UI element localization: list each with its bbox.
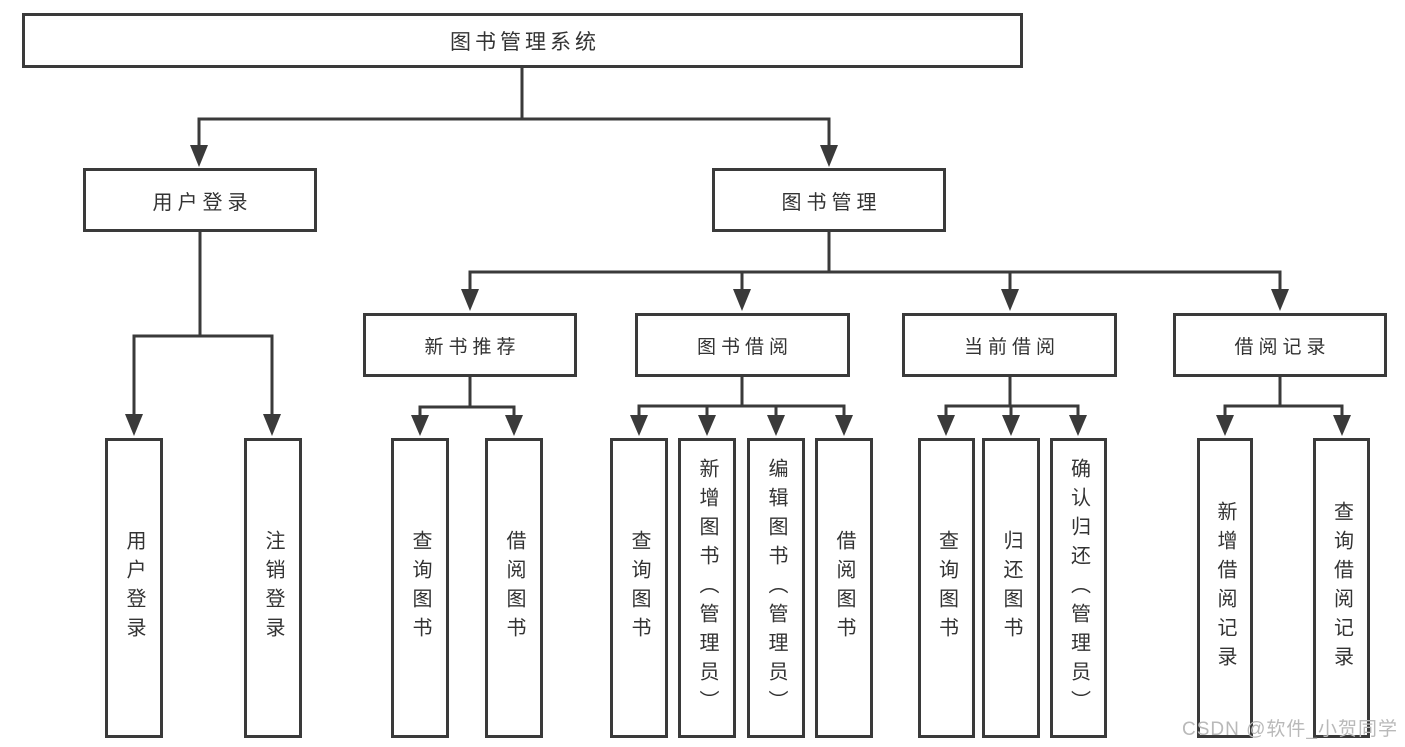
leaf-cb-return-book: 归还图书 [982,438,1040,738]
leaf-nbr-query-book-label: 查询图书 [409,530,431,646]
node-book-management: 图书管理 [712,168,946,232]
leaf-bb-query-book-label: 查询图书 [628,530,650,646]
watermark: CSDN @软件_小贺同学 [1182,719,1398,740]
connector-borrow-record-to-leaves [1216,375,1351,436]
leaf-cb-confirm-return: 确认归还（管理员） [1050,438,1107,738]
node-user-login: 用户登录 [83,168,317,232]
node-current-borrow: 当前借阅 [902,313,1117,377]
leaf-cb-query-book-label: 查询图书 [935,530,958,646]
leaf-br-add-record-label: 新增借阅记录 [1214,501,1236,675]
connector-current-borrow-to-leaves [937,375,1087,436]
leaf-bb-add-book-label: 新增图书（管理员） [696,457,718,719]
leaf-nbr-borrow-book-label: 借阅图书 [503,530,525,646]
leaf-logout: 注销登录 [244,438,302,738]
node-root: 图书管理系统 [22,13,1023,68]
leaf-bb-add-book: 新增图书（管理员） [678,438,736,738]
leaf-br-query-record-label: 查询借阅记录 [1330,501,1353,675]
leaf-br-add-record: 新增借阅记录 [1197,438,1253,738]
leaf-logout-label: 注销登录 [262,530,284,646]
leaf-bb-edit-book: 编辑图书（管理员） [747,438,805,738]
leaf-bb-borrow-book: 借阅图书 [815,438,873,738]
leaf-br-query-record: 查询借阅记录 [1313,438,1370,738]
leaf-cb-return-book-label: 归还图书 [1000,530,1022,646]
node-borrow-record: 借阅记录 [1173,313,1387,377]
connector-book-borrow-to-leaves [630,375,853,436]
leaf-bb-query-book: 查询图书 [610,438,668,738]
connector-user-login-to-leaves [125,230,281,436]
leaf-cb-confirm-return-label: 确认归还（管理员） [1067,457,1090,719]
leaf-user-login-label: 用户登录 [123,530,145,646]
leaf-cb-query-book: 查询图书 [918,438,975,738]
leaf-nbr-borrow-book: 借阅图书 [485,438,543,738]
connector-book-management-to-level3 [461,230,1289,311]
leaf-bb-edit-book-label: 编辑图书（管理员） [765,457,787,719]
connector-new-book-recommend-to-leaves [411,375,523,436]
leaf-bb-borrow-book-label: 借阅图书 [833,530,855,646]
node-book-borrow: 图书借阅 [635,313,850,377]
node-new-book-recommend: 新书推荐 [363,313,577,377]
leaf-user-login: 用户登录 [105,438,163,738]
connector-root-to-level2 [190,66,838,167]
leaf-nbr-query-book: 查询图书 [391,438,449,738]
